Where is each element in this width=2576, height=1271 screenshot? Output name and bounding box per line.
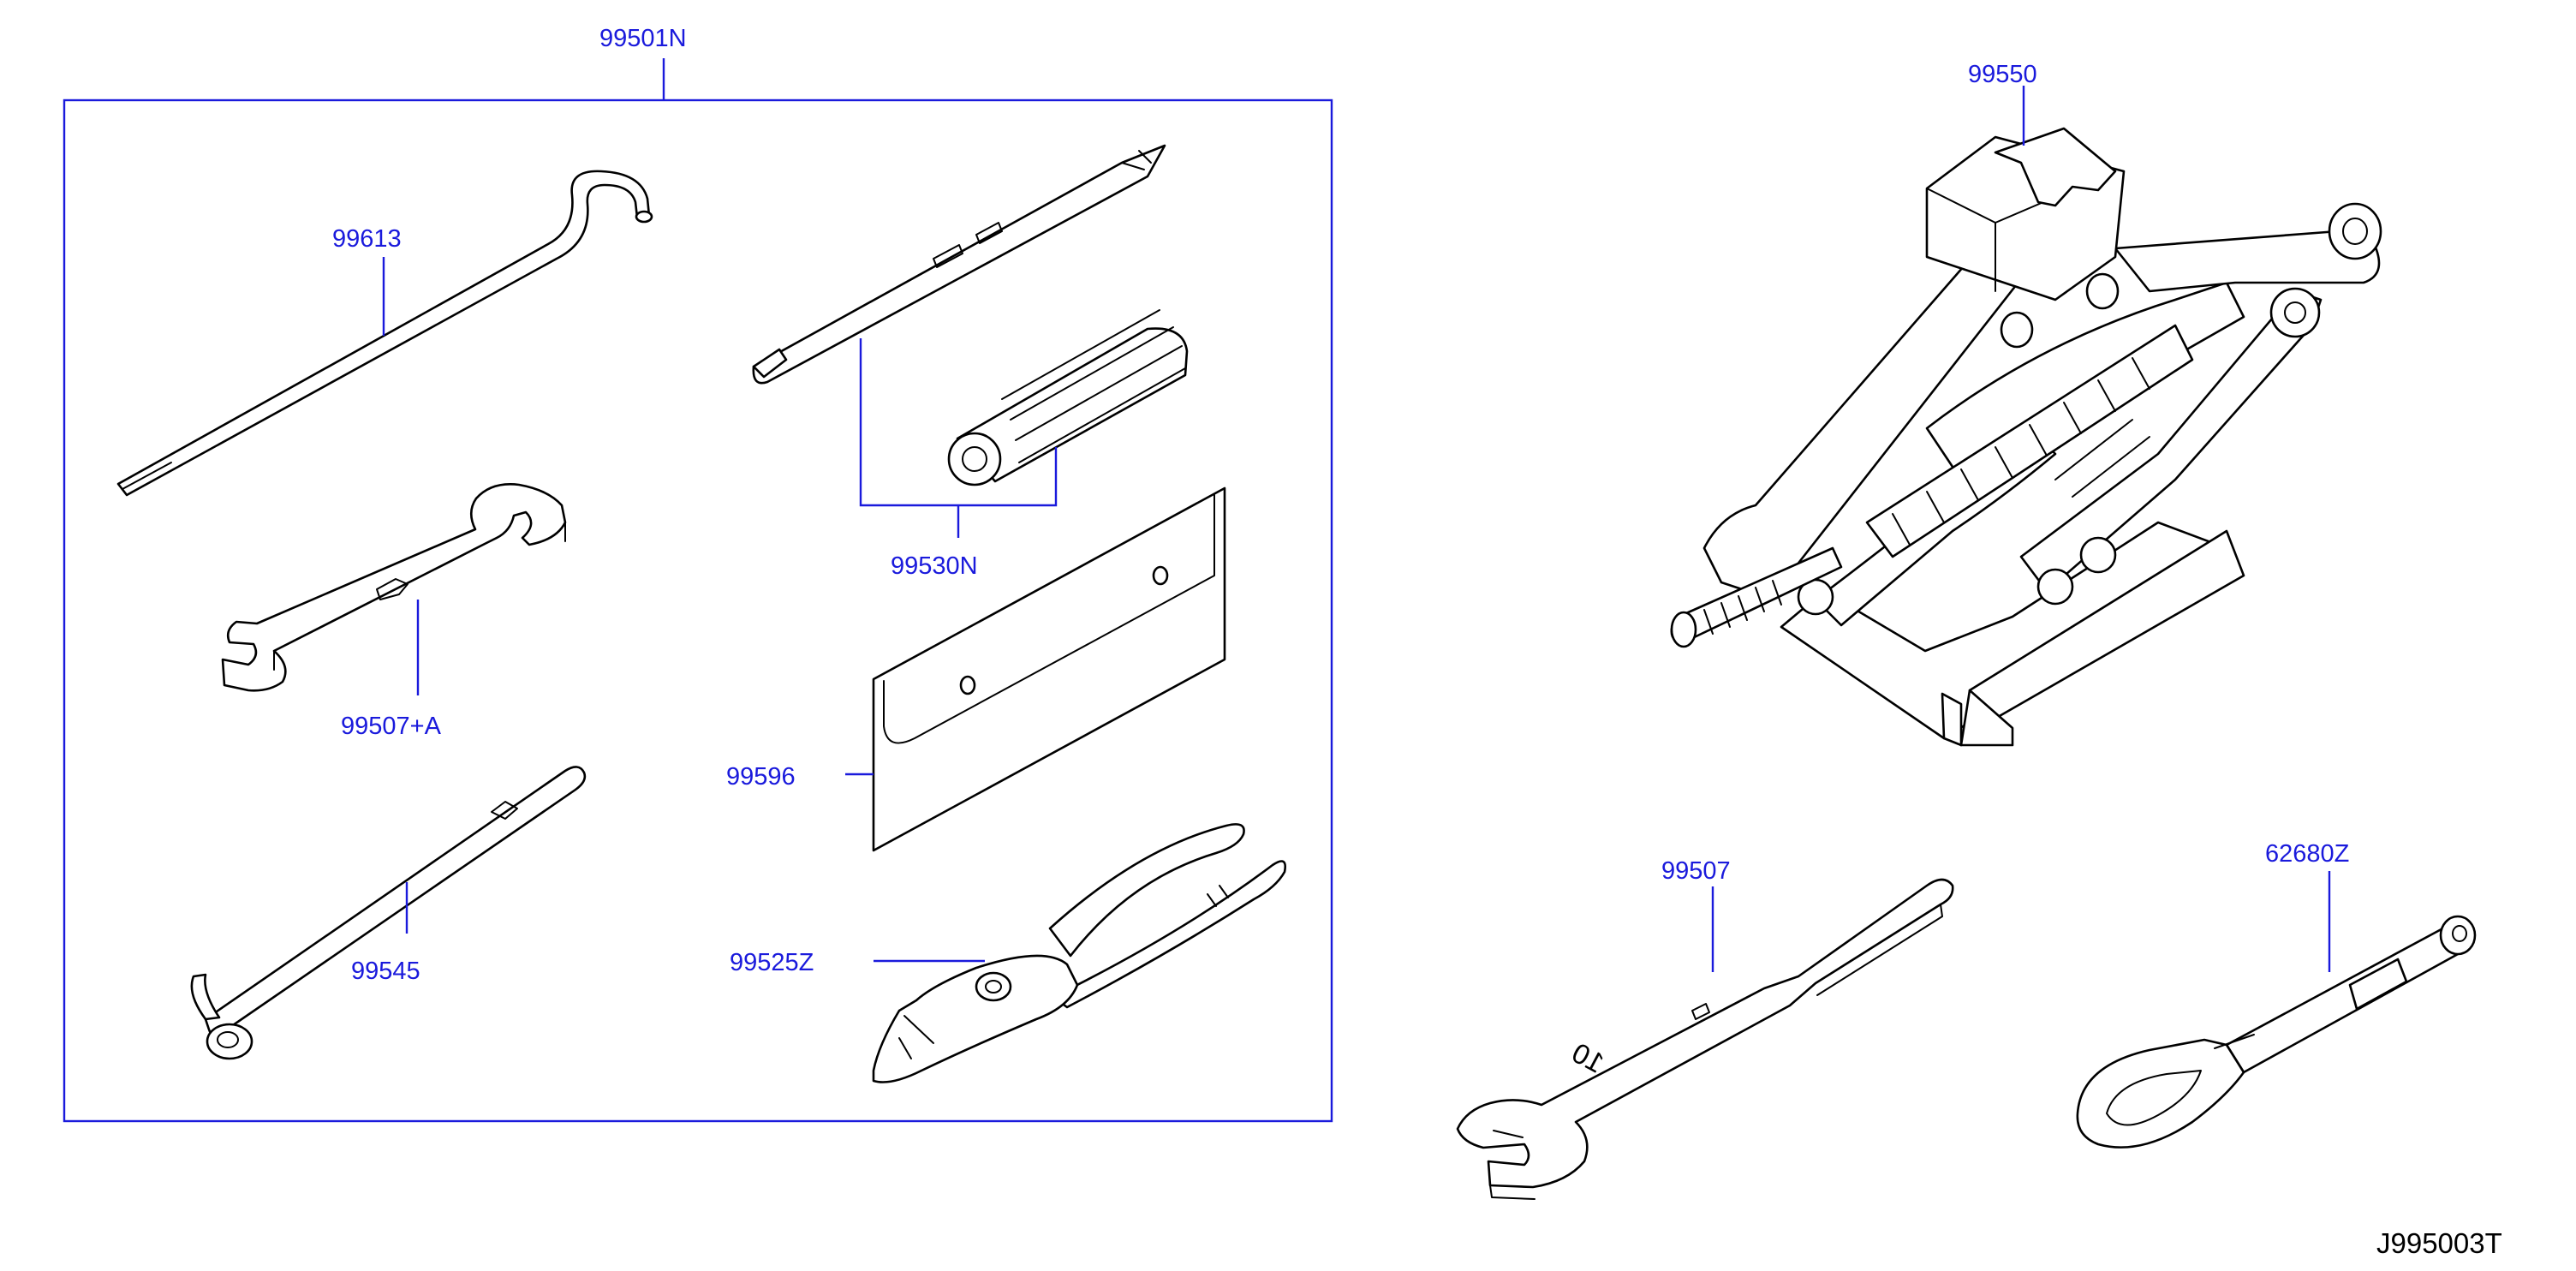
spanner-label: 99507 — [1661, 857, 1731, 885]
spanner-a-part — [221, 483, 567, 692]
jack-label: 99550 — [1968, 61, 2037, 88]
diagram-code: J995003T — [2376, 1227, 2502, 1259]
jack-hook-rod-label: 99613 — [332, 225, 402, 253]
screwdriver-label: 99530N — [891, 552, 978, 580]
jack-part — [1670, 127, 2382, 747]
screwdriver-part — [752, 144, 1166, 385]
spanner-a-label: 99507+A — [341, 713, 442, 740]
tool-bag-label: 99596 — [726, 763, 796, 791]
spanner-part: 10 — [1456, 878, 1954, 1200]
screwdriver-handle-part — [947, 309, 1189, 486]
kit-label: 99501N — [599, 25, 687, 52]
pliers-label: 99525Z — [730, 949, 814, 976]
tow-hook-label: 62680Z — [2265, 840, 2349, 868]
wheel-nut-wrench-part — [190, 766, 587, 1060]
jack-hook-rod-part — [116, 170, 653, 497]
tool-bag-part — [872, 486, 1226, 852]
pliers-part — [872, 823, 1286, 1083]
kit-frame — [63, 58, 1333, 1123]
wheel-nut-wrench-label: 99545 — [351, 958, 420, 985]
tow-hook-part — [2076, 915, 2477, 1149]
